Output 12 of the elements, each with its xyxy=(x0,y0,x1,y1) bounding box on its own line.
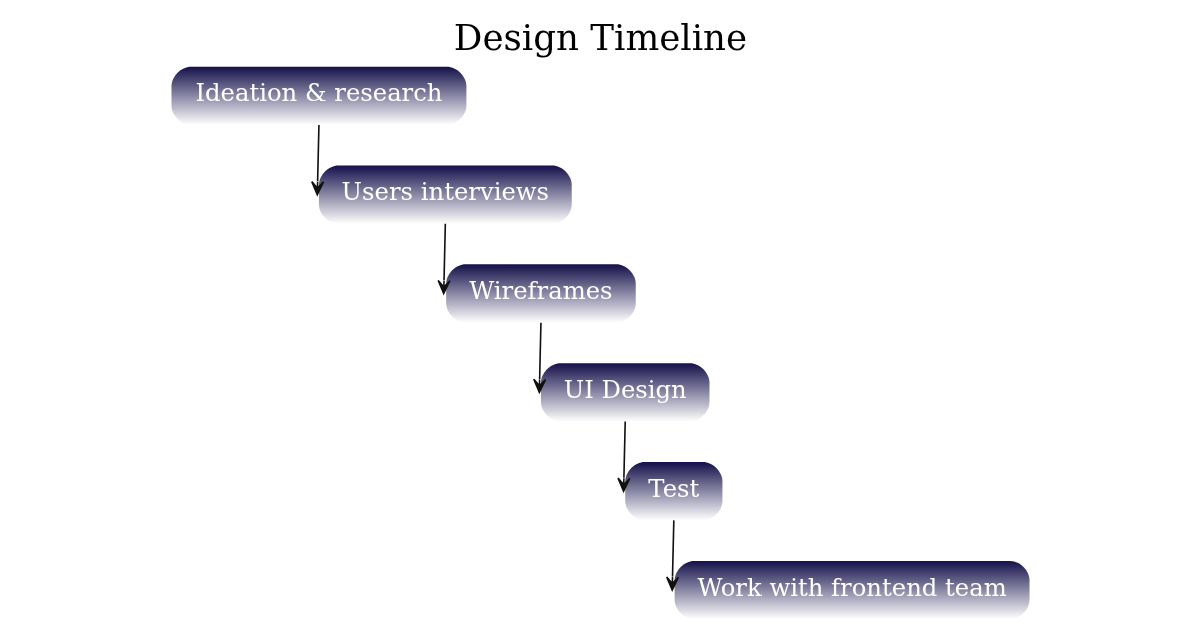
node-box: Work with frontend team xyxy=(674,560,1029,620)
arrow xyxy=(665,519,679,591)
node-box: Users interviews xyxy=(318,165,572,224)
node-box: UI Design xyxy=(540,363,709,422)
diagram-title: Design Timeline xyxy=(453,16,747,58)
arrow xyxy=(436,223,451,295)
arrow xyxy=(310,124,324,196)
arrow xyxy=(616,420,631,492)
node-box: Ideation & research xyxy=(171,66,466,125)
node-box: Wireframes xyxy=(445,264,636,323)
arrow xyxy=(532,321,546,394)
node-box: Test xyxy=(624,462,722,521)
